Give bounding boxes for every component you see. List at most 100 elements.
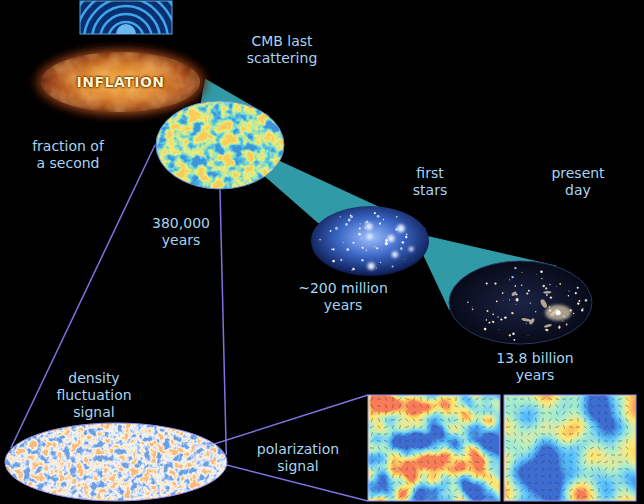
polarization-tick (427, 440, 430, 443)
polarization-tick (441, 481, 442, 485)
polarization-tick (448, 488, 450, 491)
galaxy-dot (484, 328, 487, 331)
star-dot (346, 248, 349, 251)
polarization-tick (482, 398, 486, 400)
polarization-tick (506, 412, 510, 414)
polarization-tick (541, 447, 544, 449)
polarization-tick (562, 419, 566, 420)
polarization-tick (535, 397, 537, 400)
polarization-tick (435, 439, 436, 443)
polarization-tick (398, 419, 401, 421)
polarization-tick (562, 468, 566, 469)
polarization-tick (576, 482, 580, 483)
polarization-tick (377, 433, 381, 434)
polarization-tick (490, 474, 491, 478)
polarization-tick (433, 412, 436, 414)
star-dot (352, 242, 354, 244)
polarization-tick (598, 467, 600, 471)
polarization-tick (477, 425, 478, 429)
polarization-tick (435, 460, 436, 464)
polarization-tick (597, 454, 601, 456)
galaxy-dot (579, 300, 581, 302)
polarization-tick (420, 453, 422, 456)
polarization-tick (384, 447, 387, 449)
galaxy-dot (526, 323, 527, 324)
polarization-tick (399, 439, 400, 443)
polarization-tick (420, 467, 422, 470)
galaxy-dot (511, 312, 513, 314)
polarization-tick (604, 405, 607, 407)
polarization-tick (562, 433, 566, 435)
polarization-tick (371, 467, 373, 471)
polarization-tick (406, 489, 409, 492)
polarization-tick (528, 439, 531, 442)
polarization-tick (528, 418, 530, 421)
polarization-tick (541, 398, 545, 400)
polarization-tick (564, 474, 565, 478)
galaxy-dot (467, 302, 468, 303)
polarization-tick (391, 419, 395, 421)
polarization-tick (399, 446, 401, 449)
star-dot (319, 239, 321, 241)
polarization-tick (449, 495, 450, 499)
polarization-tick (535, 489, 538, 492)
galaxy-dot (585, 299, 588, 302)
star-dot (405, 236, 407, 238)
polarization-tick (447, 398, 451, 399)
polarization-tick (441, 453, 443, 457)
galaxy-dot (526, 292, 528, 294)
polarization-tick (612, 426, 615, 429)
polarization-tick (555, 434, 559, 435)
polarization-tick (583, 433, 587, 435)
polarization-tick (528, 411, 530, 415)
polarization-tick (419, 496, 422, 498)
polarization-tick (557, 453, 558, 457)
polarization-tick (618, 489, 621, 491)
star-dot (352, 270, 353, 271)
polarization-tick (413, 474, 414, 478)
star-dot (374, 212, 376, 214)
polarization-tick (399, 496, 402, 499)
polarization-tick (405, 440, 409, 442)
polarization-tick (419, 426, 422, 428)
polarization-tick (570, 495, 571, 499)
sky-map-outline (5, 423, 227, 501)
polarization-tick (604, 496, 608, 497)
cmb-outline (156, 101, 284, 189)
present-day-view: present day (448, 260, 593, 345)
galaxy-dot (549, 284, 550, 285)
polarization-tick (371, 460, 373, 463)
galaxy-dot (521, 272, 522, 273)
polarization-tick (483, 453, 485, 457)
polarization-tick (570, 404, 572, 407)
polarization-tick (549, 419, 552, 422)
polarization-tick (598, 488, 599, 492)
polarization-tick (583, 496, 587, 498)
polarization-tick (591, 433, 594, 436)
polarization-tick (412, 447, 416, 449)
polarization-tick (618, 475, 621, 477)
polarization-tick (420, 397, 422, 401)
star-dot (330, 230, 332, 232)
polarization-tick (514, 482, 517, 485)
galaxy-dot (550, 296, 552, 298)
polarization-tick (489, 398, 493, 399)
polarization-tick (541, 412, 545, 413)
polarization-tick (611, 433, 614, 435)
star-glow (409, 247, 414, 252)
polarization-tick (370, 440, 373, 442)
polarization-tick (461, 448, 465, 449)
polarization-tick (483, 405, 486, 408)
star-dot (340, 259, 342, 261)
galaxy-dot (509, 279, 510, 280)
polarization-tick (490, 439, 492, 442)
polarization-tick (576, 412, 580, 414)
polarization-tick (514, 496, 517, 499)
polarization-tick (570, 439, 571, 443)
polarization-tick (392, 460, 394, 463)
galaxy-dot (581, 309, 583, 311)
polarization-tick (541, 489, 545, 491)
polarization-tick (371, 489, 374, 492)
polarization-tick (570, 446, 572, 450)
polarization-tick (590, 419, 594, 420)
